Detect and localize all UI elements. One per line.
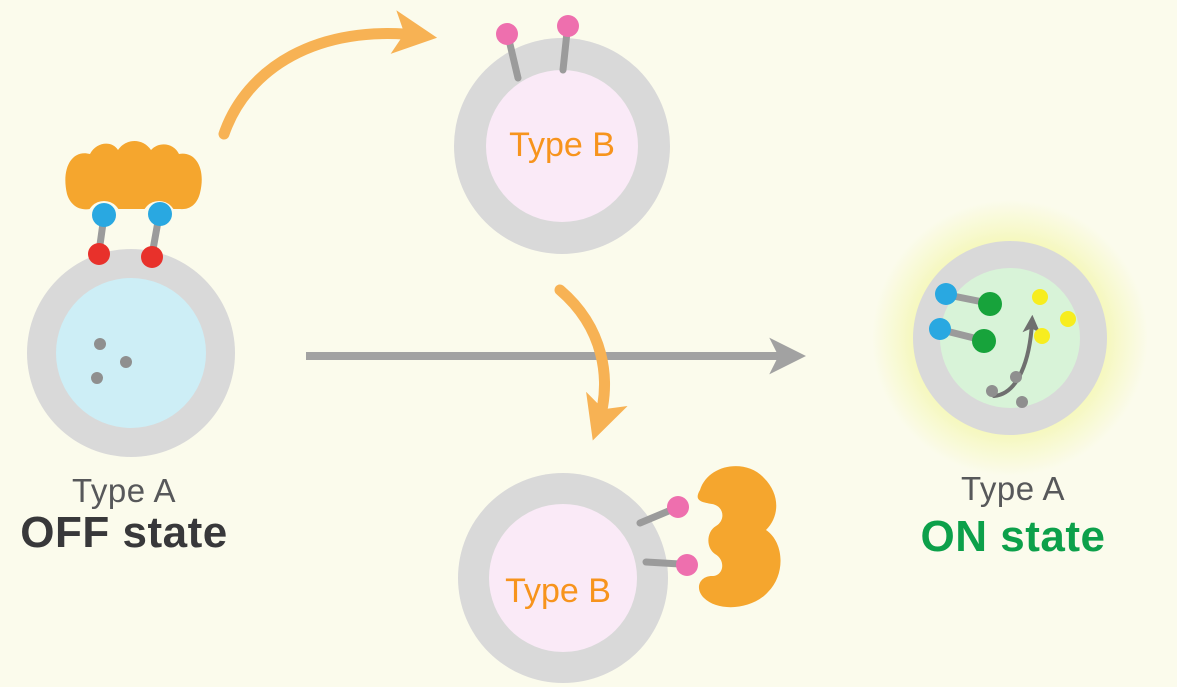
cytoplasm (489, 504, 637, 652)
on-state-label: ON state (920, 512, 1106, 561)
product-dots-yellow (1032, 289, 1076, 344)
activated-receptor-pair (929, 283, 1002, 353)
surface-pink-dot (667, 496, 689, 518)
surface-stalks (636, 506, 684, 568)
receptor-ligand-complex (65, 141, 202, 268)
surface-pink-dot (496, 23, 518, 45)
receptor-base-red-dot (141, 246, 163, 268)
transfer-arrow-top (218, 10, 438, 140)
type-b-bottom-label: Type B (505, 572, 611, 610)
receptor-head-blue-dot (935, 283, 957, 305)
cargo-dots-gray (986, 371, 1028, 408)
surface-pink-dot (676, 554, 698, 576)
ligand-bound-blob (697, 466, 781, 608)
cytoplasm (486, 70, 638, 222)
receptor-head-blue-dot (929, 318, 951, 340)
type-b-cell-bottom: Type B (458, 466, 781, 683)
surface-stalks (505, 28, 571, 82)
receptor-head-blue-dot (92, 203, 116, 227)
type-a-on-name-label: Type A (961, 470, 1065, 507)
receptor-base-red-dot (88, 243, 110, 265)
type-a-on-cell (872, 200, 1148, 476)
release-arrow-icon (992, 314, 1041, 398)
cytoplasm (56, 278, 206, 428)
type-a-off-name-label: Type A (72, 472, 176, 509)
cargo-dots-gray (91, 338, 132, 384)
type-b-cell-top: Type B (454, 15, 670, 254)
type-b-top-label: Type B (509, 126, 615, 164)
ligand-orange-blob (65, 141, 202, 210)
off-state-label: OFF state (20, 508, 228, 557)
receptor-base-green-dot (972, 329, 996, 353)
type-a-off-cell (27, 141, 235, 457)
receptor-head-blue-dot (148, 202, 172, 226)
surface-pink-dot (557, 15, 579, 37)
transfer-arrow-down (554, 284, 628, 441)
receptor-base-green-dot (978, 292, 1002, 316)
